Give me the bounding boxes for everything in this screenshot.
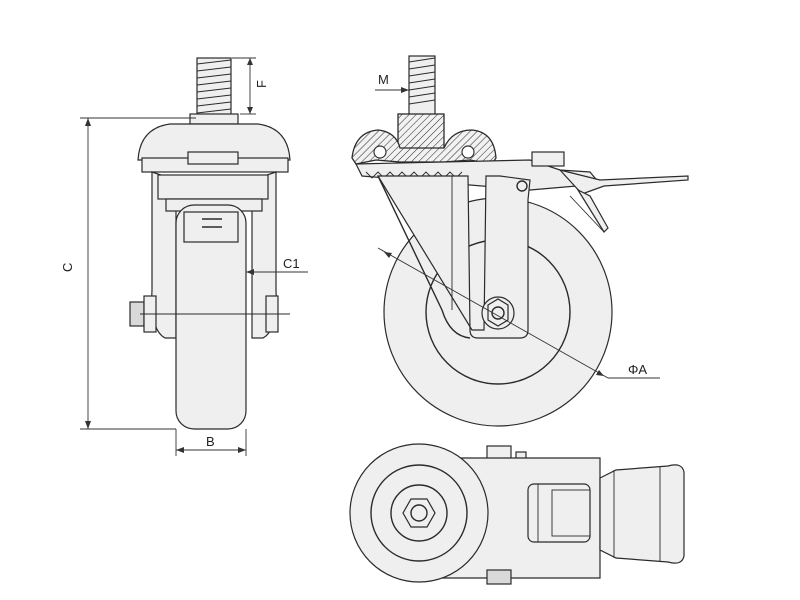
side-view: C F C1 B — [60, 57, 308, 456]
dimension-c: C — [60, 117, 196, 430]
label-c: C — [60, 263, 75, 272]
dimension-c1: C1 — [246, 256, 308, 275]
dimension-phi-a: ΦA — [377, 247, 660, 379]
brake-housing — [157, 174, 269, 200]
dimension-b: B — [175, 429, 247, 456]
label-m: M — [378, 72, 389, 87]
wheel-side — [175, 204, 247, 430]
stem-section — [397, 113, 445, 155]
front-view: M ΦA — [351, 55, 689, 427]
label-c1: C1 — [283, 256, 300, 271]
label-b: B — [206, 434, 215, 449]
axle-hex-nut — [487, 298, 509, 327]
fork-front — [376, 175, 531, 339]
bearing-section — [351, 129, 497, 165]
label-f: F — [254, 80, 269, 88]
brake-lever — [531, 151, 689, 233]
brake-pedal-top — [599, 464, 685, 564]
threaded-stem — [189, 57, 239, 125]
dimension-f: F — [232, 57, 269, 115]
top-hex — [402, 498, 436, 528]
top-view — [349, 443, 685, 585]
dimension-m: M — [375, 72, 409, 93]
label-phi-a: ΦA — [628, 362, 647, 377]
stem-front — [408, 55, 436, 117]
top-cap — [137, 123, 291, 161]
